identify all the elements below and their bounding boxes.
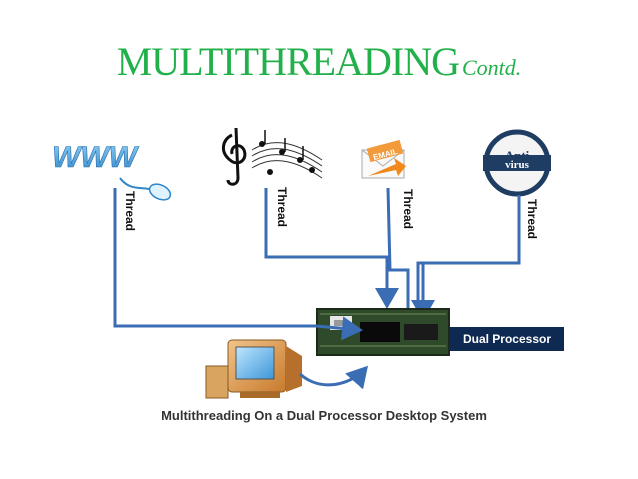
thread-label-antivirus: Thread xyxy=(525,199,539,240)
page-title: MULTITHREADING Contd. xyxy=(0,38,638,85)
thread-arrow-email xyxy=(386,187,420,333)
desktop-computer-icon xyxy=(205,339,368,399)
thread-label-email: Thread xyxy=(401,189,415,230)
thread-arrows xyxy=(113,187,521,333)
antivirus-icon: Anti virus xyxy=(483,129,551,197)
title-suffix: Contd. xyxy=(461,55,522,80)
svg-text:virus: virus xyxy=(505,159,530,171)
email-icon: EMAIL xyxy=(361,139,406,179)
dual-processor-label: Dual Processor xyxy=(450,327,564,351)
processor-image xyxy=(315,308,450,356)
thread-arrow-music xyxy=(264,188,399,309)
www-icon: WWW xyxy=(52,141,172,201)
title-main: MULTITHREADING xyxy=(116,39,460,84)
thread-label-www: Thread xyxy=(123,191,137,232)
diagram-caption: Multithreading On a Dual Processor Deskt… xyxy=(161,408,487,423)
music-icon xyxy=(222,127,323,186)
svg-text:Anti: Anti xyxy=(505,148,530,163)
www-icon-text: WWW xyxy=(52,141,140,174)
thread-arrow-www xyxy=(113,188,316,328)
thread-arrow-antivirus xyxy=(406,195,521,333)
thread-label-music: Thread xyxy=(275,187,289,228)
